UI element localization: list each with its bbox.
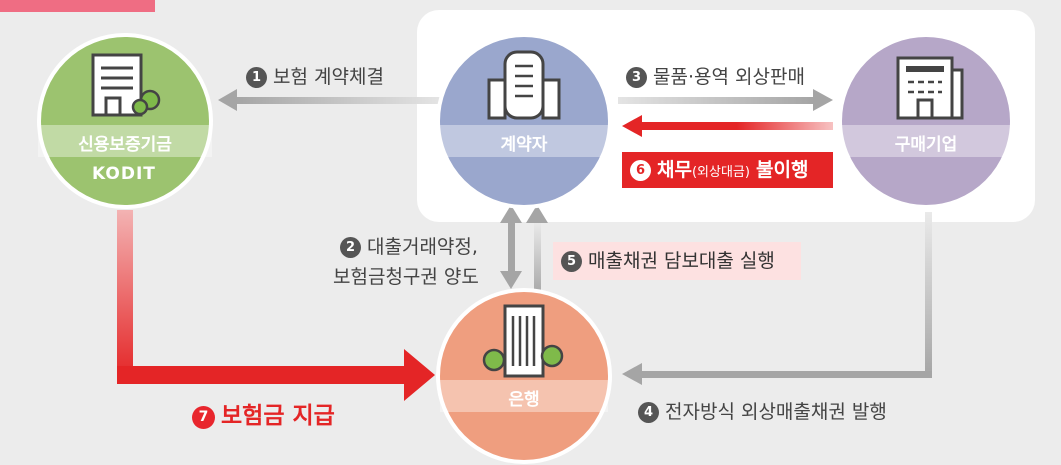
step6-badge: 6 채무(외상대금) 불이행	[622, 152, 833, 188]
bank-label: 은행	[508, 390, 540, 410]
step4-text: 전자방식 외상매출채권 발행	[665, 401, 887, 423]
step1-label: 1 보험 계약체결	[246, 62, 384, 89]
step2-line2: 보험금청구권 양도	[333, 266, 479, 288]
step7-text: 보험금 지급	[221, 403, 335, 429]
step2-line1: 대출거래약정,	[367, 236, 478, 258]
step2-number: 2	[340, 237, 361, 258]
guarantee-fund-label: 신용보증기금	[78, 135, 172, 155]
bank-building-icon	[482, 304, 564, 378]
step1-number: 1	[246, 67, 267, 88]
step6-suffix: 불이행	[756, 159, 809, 181]
office-building-icon	[91, 53, 161, 117]
step1-text: 보험 계약체결	[273, 66, 384, 88]
skyscraper-icon	[487, 50, 561, 120]
step5-number: 5	[561, 251, 582, 272]
step6-prefix: 채무	[657, 159, 692, 181]
contractor-label: 계약자	[500, 135, 548, 155]
step5-badge: 5 매출채권 담보대출 실행	[553, 242, 801, 280]
node-buyer	[838, 33, 1014, 209]
arrow-step4	[622, 212, 932, 385]
step7-label: 7 보험금 지급	[192, 396, 335, 430]
buyer-label: 구매기업	[894, 135, 958, 155]
step7-number: 7	[192, 406, 215, 429]
step4-number: 4	[638, 402, 659, 423]
kodit-logo: KODIT	[92, 164, 156, 184]
factory-building-icon	[896, 56, 964, 120]
arrow-step2	[500, 205, 522, 289]
step3-label: 3 물품·용역 외상판매	[626, 62, 805, 89]
node-contractor	[436, 33, 612, 209]
arrow-step6	[622, 115, 833, 137]
step6-small: (외상대금)	[691, 165, 750, 180]
step5-text: 매출채권 담보대출 실행	[588, 250, 775, 272]
step2-label-line1: 2 대출거래약정,	[340, 232, 478, 259]
header-tab	[0, 0, 155, 12]
step3-text: 물품·용역 외상판매	[653, 66, 805, 88]
arrow-step3	[618, 89, 833, 111]
step4-label: 4 전자방식 외상매출채권 발행	[638, 397, 887, 424]
arrow-step5	[526, 205, 548, 297]
step3-number: 3	[626, 67, 647, 88]
arrow-step1	[218, 89, 440, 111]
step6-number: 6	[630, 160, 651, 181]
node-guarantee-fund	[37, 33, 213, 209]
node-bank	[436, 288, 612, 464]
arrow-step7	[117, 210, 435, 401]
